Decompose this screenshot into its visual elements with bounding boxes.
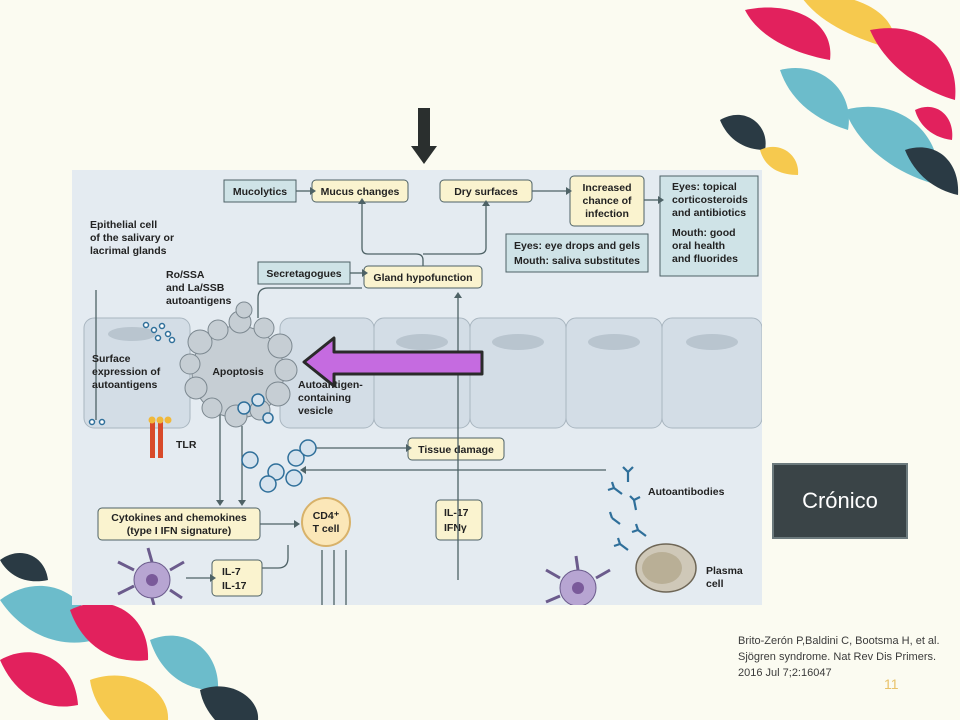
svg-text:Dry surfaces: Dry surfaces bbox=[454, 186, 518, 198]
mucolytics-box: Mucolytics bbox=[223, 179, 297, 203]
svg-text:T cell: T cell bbox=[313, 523, 340, 535]
epithelial-layer bbox=[83, 317, 762, 429]
svg-text:IL-17: IL-17 bbox=[444, 507, 469, 519]
dry-surfaces-box: Dry surfaces bbox=[439, 179, 533, 203]
infection-box: Increased chance of infection bbox=[569, 175, 645, 227]
apoptosis-label: Apoptosis bbox=[212, 366, 263, 378]
svg-text:autoantigens: autoantigens bbox=[92, 379, 157, 391]
svg-text:containing: containing bbox=[298, 392, 351, 404]
pathogenesis-figure: Mucolytics Mucus changes Dry surfaces In… bbox=[72, 170, 762, 605]
tlr-label: TLR bbox=[176, 439, 197, 451]
svg-text:chance of: chance of bbox=[582, 195, 632, 207]
svg-text:Eyes: topical: Eyes: topical bbox=[672, 181, 737, 193]
svg-text:IFNγ: IFNγ bbox=[444, 522, 467, 534]
svg-text:lacrimal glands: lacrimal glands bbox=[90, 245, 167, 257]
svg-text:Tissue damage: Tissue damage bbox=[418, 444, 494, 456]
dendritic-cell-icon-2 bbox=[545, 555, 611, 605]
svg-text:of the salivary or: of the salivary or bbox=[90, 232, 174, 244]
autoantibodies-label: Autoantibodies bbox=[648, 486, 725, 498]
il7-box: IL-7 IL-17 bbox=[211, 559, 263, 597]
cytokines-box: Cytokines and chemokines (type I IFN sig… bbox=[97, 507, 261, 541]
autoantigen-dots bbox=[88, 321, 176, 426]
svg-text:Secretagogues: Secretagogues bbox=[266, 268, 341, 280]
svg-text:corticosteroids: corticosteroids bbox=[672, 194, 748, 206]
svg-text:IL-7: IL-7 bbox=[222, 566, 241, 578]
citation-text: Brito-Zerón P,Baldini C, Bootsma H, et a… bbox=[738, 635, 940, 679]
down-arrow-icon bbox=[411, 108, 437, 164]
tlr-receptor-icon bbox=[148, 416, 172, 458]
svg-text:Cytokines and chemokines: Cytokines and chemokines bbox=[111, 512, 247, 524]
svg-text:Mouth: saliva substitutes: Mouth: saliva substitutes bbox=[514, 255, 640, 267]
ro-ssa-label: Ro/SSA and La/SSB autoantigens bbox=[166, 269, 231, 307]
svg-text:and antibiotics: and antibiotics bbox=[672, 207, 746, 219]
secretagogues-box: Secretagogues bbox=[257, 261, 351, 285]
mucus-changes-box: Mucus changes bbox=[311, 179, 409, 203]
dendritic-cell-icon bbox=[117, 547, 185, 605]
cronico-tag: Crónico bbox=[772, 463, 908, 539]
svg-text:and La/SSB: and La/SSB bbox=[166, 282, 225, 294]
svg-text:and fluorides: and fluorides bbox=[672, 253, 738, 265]
gland-hypofunction-box: Gland hypofunction bbox=[363, 265, 483, 289]
svg-text:Gland hypofunction: Gland hypofunction bbox=[373, 272, 472, 284]
svg-text:IL-17: IL-17 bbox=[222, 580, 247, 592]
svg-text:expression of: expression of bbox=[92, 366, 161, 378]
connector-lines bbox=[95, 190, 658, 605]
svg-text:autoantigens: autoantigens bbox=[166, 295, 231, 307]
il17-box: IL-17 IFNγ bbox=[435, 499, 483, 541]
plasma-cell: Plasma cell bbox=[635, 543, 743, 593]
svg-text:Mucus changes: Mucus changes bbox=[321, 186, 400, 198]
vesicles bbox=[237, 393, 317, 493]
svg-text:Mucolytics: Mucolytics bbox=[233, 186, 287, 198]
svg-text:Epithelial cell: Epithelial cell bbox=[90, 219, 157, 231]
svg-text:vesicle: vesicle bbox=[298, 405, 333, 417]
svg-text:Eyes: eye drops and gels: Eyes: eye drops and gels bbox=[514, 240, 640, 252]
svg-text:Increased: Increased bbox=[582, 182, 631, 194]
svg-text:oral health: oral health bbox=[672, 240, 725, 252]
svg-text:Ro/SSA: Ro/SSA bbox=[166, 269, 205, 281]
svg-text:(type I IFN signature): (type I IFN signature) bbox=[127, 525, 231, 537]
page-number: 11 bbox=[884, 676, 899, 692]
epithelial-label: Epithelial cell of the salivary or lacri… bbox=[90, 219, 174, 257]
svg-text:Mouth: good: Mouth: good bbox=[672, 227, 736, 239]
tissue-damage-box: Tissue damage bbox=[407, 437, 505, 461]
autoantibody-icons bbox=[607, 466, 647, 551]
svg-text:cell: cell bbox=[706, 578, 724, 590]
svg-text:CD4⁺: CD4⁺ bbox=[313, 510, 340, 522]
svg-text:Surface: Surface bbox=[92, 353, 131, 365]
surface-expression-label: Surface expression of autoantigens bbox=[92, 353, 161, 391]
highlight-arrow-icon bbox=[302, 336, 484, 388]
svg-text:Plasma: Plasma bbox=[706, 565, 743, 577]
eye-drops-box: Eyes: eye drops and gels Mouth: saliva s… bbox=[505, 233, 649, 273]
arrow-heads bbox=[210, 187, 664, 582]
eyes-topical-box: Eyes: topical corticosteroids and antibi… bbox=[659, 175, 759, 277]
cd4-t-cell: CD4⁺ T cell bbox=[301, 497, 351, 547]
svg-text:infection: infection bbox=[585, 208, 629, 220]
